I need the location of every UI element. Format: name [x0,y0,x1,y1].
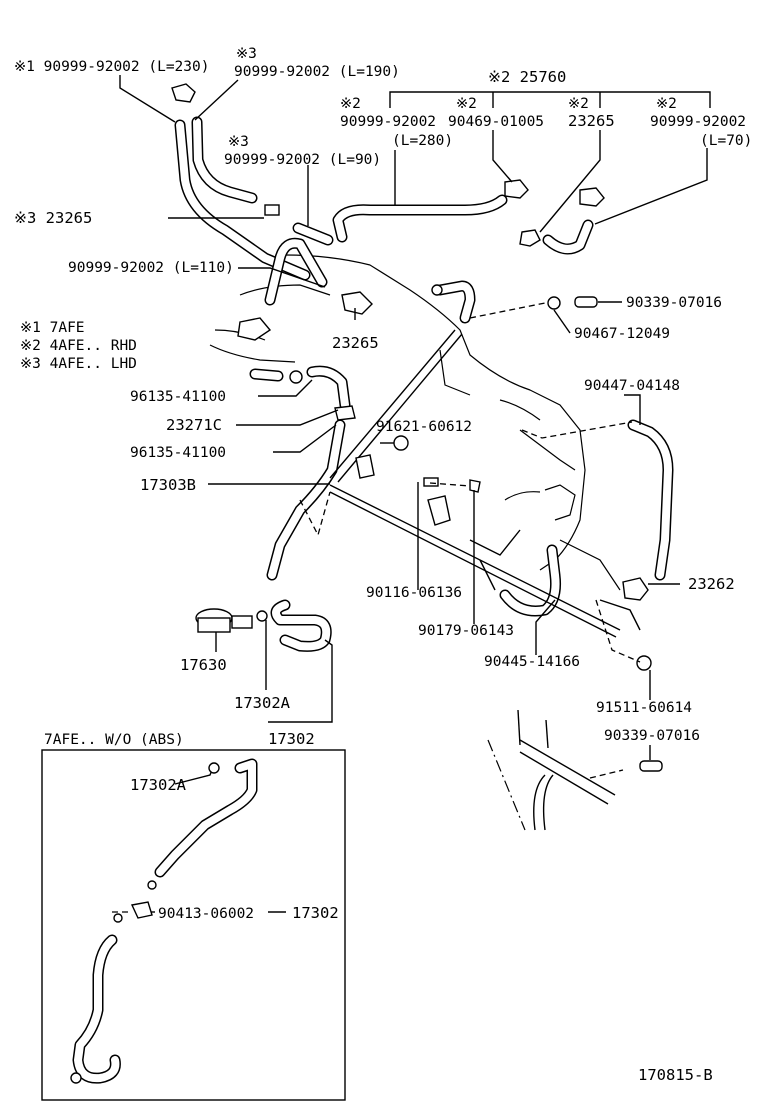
pipes [329,329,641,831]
label-7c: (L=70) [700,133,752,149]
label-15: 23271C [166,416,222,434]
label-8b: 90999-92002 (L=90) [224,152,381,168]
legend-line-1: ※1 7AFE [20,320,85,336]
label-7b: 90999-92002 [650,114,746,130]
hoses [174,116,674,652]
label-14: 96135-41100 [130,389,226,405]
label-26: 17302 [268,730,315,748]
label-16: 96135-41100 [130,445,226,461]
label-28: 90339-07016 [604,728,700,744]
label-12: 90467-12049 [574,326,670,342]
part-labels: ※1 90999-92002 (L=230) ※3 90999-92002 (L… [14,46,752,922]
label-4c: (L=280) [392,133,453,149]
label-6a: ※2 [568,96,589,112]
label-1: ※1 90999-92002 (L=230) [14,59,209,75]
inset-box [41,749,346,1101]
label-31: 17302 [292,904,339,922]
label-3: ※2 25760 [488,68,566,86]
label-6b: 23265 [568,112,615,130]
diagram-code: 170815-B [638,1066,713,1084]
legend: ※1 7AFE ※2 4AFE.. RHD ※3 4AFE.. LHD [20,320,137,372]
engine-outline [209,254,621,591]
label-2b: 90999-92002 (L=190) [234,64,400,80]
label-7a: ※2 [656,96,677,112]
label-10: 90999-92002 (L=110) [68,260,234,276]
label-30: 90413-06002 [158,906,254,922]
label-17: 90447-04148 [584,378,680,394]
legend-line-2: ※2 4AFE.. RHD [20,338,137,354]
label-5a: ※2 [456,96,477,112]
label-20: 90116-06136 [366,585,462,601]
inset-title: 7AFE.. W/O (ABS) [44,732,184,748]
label-8a: ※3 [228,134,249,150]
label-19: 17303B [140,476,196,494]
small-parts [171,83,663,772]
label-22: 23262 [688,575,735,593]
label-23: 90445-14166 [484,654,580,670]
label-4a: ※2 [340,96,361,112]
label-29: 17302A [130,776,187,794]
label-27: 91511-60614 [596,700,692,716]
label-5b: 90469-01005 [448,114,544,130]
label-13: 23265 [332,334,379,352]
label-25: 17302A [234,694,291,712]
label-11: 90339-07016 [626,295,722,311]
label-24: 17630 [180,656,227,674]
label-9: ※3 23265 [14,209,92,227]
label-2a: ※3 [236,46,257,62]
leader-lines [119,75,711,913]
label-21: 90179-06143 [418,623,514,639]
legend-line-3: ※3 4AFE.. LHD [20,356,137,372]
dashed-lines [112,302,641,913]
label-4b: 90999-92002 [340,114,436,130]
label-18: 91621-60612 [376,419,472,435]
